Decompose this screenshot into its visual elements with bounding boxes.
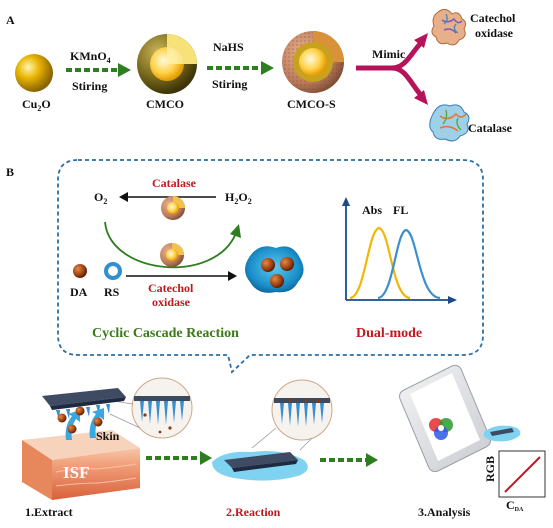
zoom-line-2a	[251, 427, 277, 449]
step2-reaction-label: 2.Reaction	[226, 505, 281, 519]
mimic-arrow-head-down	[414, 90, 428, 105]
panel-b-label: B	[6, 165, 14, 179]
catalase-protein-icon	[429, 104, 470, 142]
catechol-label-b1: Catechol	[148, 281, 194, 295]
step3-analysis-label: 3.Analysis	[418, 505, 471, 519]
abs-peak-curve	[349, 226, 411, 300]
dashed-arrow-1	[66, 63, 131, 77]
dashed-arrow-2	[207, 61, 274, 75]
dual-mode-label: Dual-mode	[356, 326, 422, 341]
cmco-label: CMCO	[146, 97, 184, 111]
mimic-label: Mimic	[372, 47, 406, 61]
mimic-arrow-head-up	[414, 33, 428, 48]
rgb-color-wheel-icon	[429, 418, 453, 440]
abs-label: Abs	[362, 203, 382, 217]
cu2o-sphere	[15, 54, 53, 92]
workflow-arrow-2	[320, 453, 378, 467]
catechol-label-b2: oxidase	[152, 295, 191, 309]
da-particle	[73, 264, 87, 278]
skin-label: Skin	[96, 429, 120, 443]
spectra-axes	[342, 197, 457, 304]
zoom-line-1b	[109, 413, 141, 429]
reacted-patch	[212, 451, 308, 481]
small-patch-icon	[483, 425, 521, 442]
isf-label: ISF	[63, 463, 89, 482]
cyclic-cascade-label: Cyclic Cascade Reaction	[92, 326, 239, 341]
cyclic-green-arrow	[104, 221, 241, 269]
skin-block	[22, 430, 140, 500]
microneedle-patch-1	[42, 388, 126, 420]
h2o2-label: H2O2	[225, 190, 252, 206]
cda-axis-label: CDA	[506, 498, 524, 513]
catechol-oxidase-arrow	[126, 271, 237, 281]
cmcos-label: CMCO-S	[287, 97, 336, 111]
nanozyme-sphere-bottom	[160, 243, 184, 267]
nanozyme-sphere-top	[161, 196, 185, 220]
cmcos-sphere	[282, 31, 344, 93]
workflow-arrow-1	[146, 451, 212, 465]
rs-ring	[104, 262, 122, 280]
zoom-line-2b	[299, 437, 313, 451]
rgb-axis-label: RGB	[483, 456, 497, 482]
stiring-label-2: Stiring	[212, 77, 247, 91]
da-label: DA	[70, 285, 88, 299]
calibration-plot	[498, 450, 546, 498]
step1-extract-label: 1.Extract	[25, 505, 73, 519]
stiring-label-1: Stiring	[72, 79, 107, 93]
catechol-oxidase-line1: Catechol	[470, 11, 516, 25]
catalase-label-b: Catalase	[152, 176, 197, 190]
cmco-sphere	[137, 34, 197, 94]
rs-label: RS	[104, 285, 120, 299]
mechanism-callout-box	[57, 159, 484, 374]
catalase-label-a: Catalase	[468, 121, 513, 135]
cu2o-label: Cu2O	[22, 97, 51, 113]
o2-label: O2	[94, 190, 107, 206]
microneedle-magnified-1	[131, 377, 193, 439]
analyte-particles	[57, 406, 103, 434]
catechol-oxidase-protein-icon	[431, 8, 467, 46]
nahs-label: NaHS	[213, 40, 244, 54]
product-complex-icon	[245, 246, 304, 293]
kmno4-label: KMnO4	[70, 49, 111, 65]
panel-a-label: A	[6, 13, 15, 27]
fl-label: FL	[393, 203, 408, 217]
microneedle-magnified-2	[271, 379, 333, 441]
fl-peak-curve	[377, 228, 441, 300]
catechol-oxidase-line2: oxidase	[475, 26, 514, 40]
mimic-fork-arrow	[356, 42, 422, 96]
